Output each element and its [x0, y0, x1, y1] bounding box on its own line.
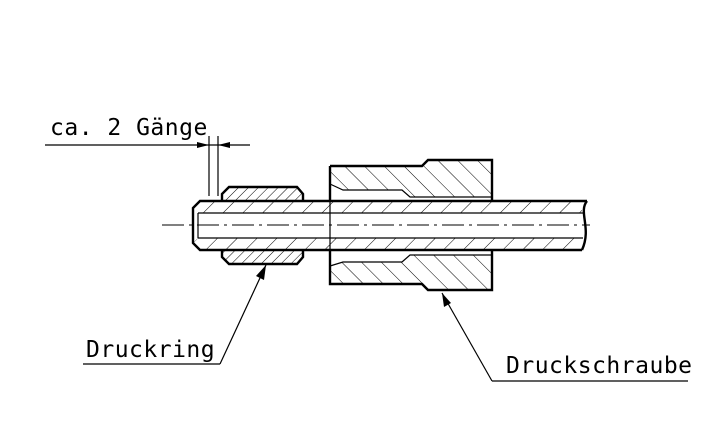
tube [191, 199, 589, 252]
ring-label: Druckring [86, 337, 215, 363]
nut-leader [441, 292, 688, 382]
compression-nut [328, 158, 494, 292]
nut-label: Druckschraube [506, 353, 693, 379]
ring-leader [83, 264, 267, 365]
compression-ring [220, 185, 305, 266]
threads-label: ca. 2 Gänge [50, 115, 208, 141]
thread-dimension [45, 136, 250, 196]
